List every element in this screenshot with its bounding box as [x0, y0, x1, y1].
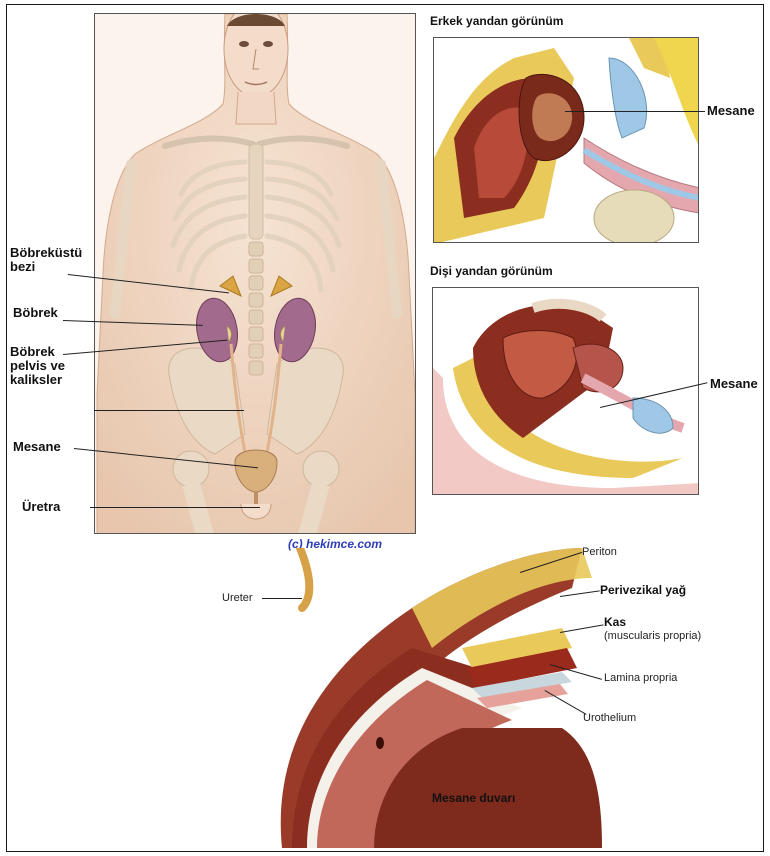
label-bladder-wall: Mesane duvarı	[432, 791, 515, 805]
male-view-heading: Erkek yandan görünüm	[430, 14, 563, 28]
female-sagittal-illustration	[433, 288, 699, 495]
label-muscle-sub: (muscularis propria)	[604, 630, 701, 642]
leader-bladder-male	[565, 111, 705, 112]
male-sagittal-illustration	[434, 38, 699, 243]
label-ureter: Ureter	[222, 592, 253, 604]
label-bladder-front: Mesane	[13, 440, 61, 454]
label-kidney: Böbrek	[13, 306, 58, 320]
label-bladder-male: Mesane	[707, 104, 755, 118]
label-peritoneum: Periton	[582, 546, 617, 558]
label-bladder-female: Mesane	[710, 377, 758, 391]
label-perivesical-fat: Perivezikal yağ	[600, 583, 686, 597]
label-lamina-propria: Lamina propria	[604, 672, 677, 684]
label-urothelium: Urothelium	[583, 712, 636, 724]
label-adrenal-gland: Böbreküstü bezi	[10, 246, 82, 274]
male-view-panel	[433, 37, 699, 243]
leader-urethra	[90, 507, 260, 508]
leader-ureter-wall	[262, 598, 302, 599]
female-view-heading: Dişi yandan görünüm	[430, 264, 553, 278]
leader-ureter	[94, 410, 244, 411]
label-renal-pelvis: Böbrek pelvis ve kaliksler	[10, 345, 65, 387]
female-view-panel	[432, 287, 699, 495]
label-urethra: Üretra	[22, 500, 60, 514]
label-muscle: Kas	[604, 615, 626, 629]
